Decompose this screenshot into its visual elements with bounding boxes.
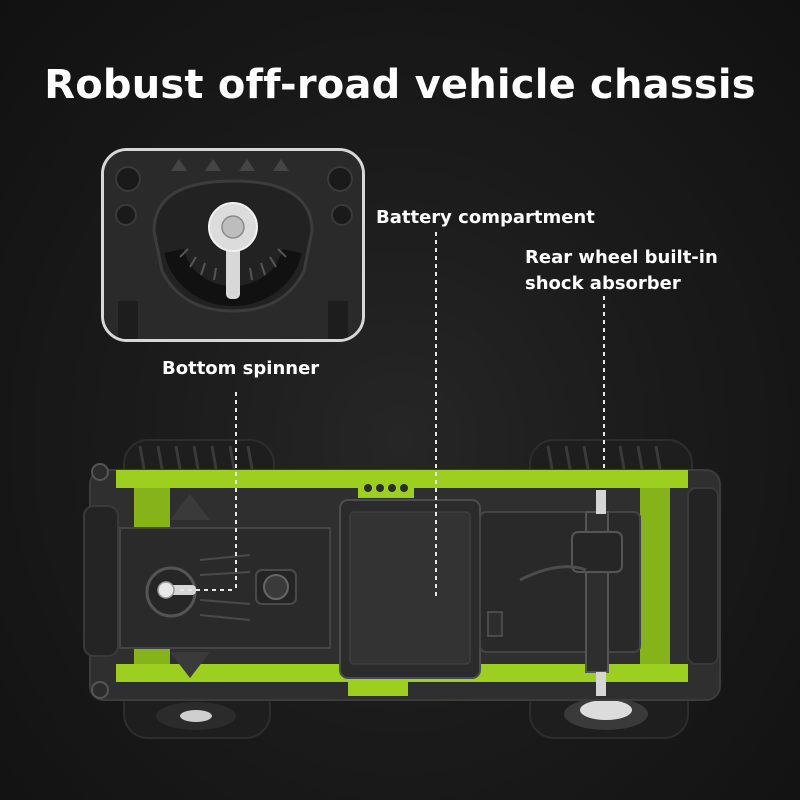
spinner-detail-inset: [101, 148, 365, 342]
bottom-spinner-knob: [145, 566, 197, 618]
page-title: Robust off-road vehicle chassis: [44, 62, 756, 108]
battery-compartment-label: Battery compartment: [376, 207, 595, 228]
rear-axle: [479, 490, 641, 696]
front-bumper: [83, 505, 119, 657]
spinner-detail-image: [104, 151, 362, 339]
front-plate: [119, 527, 331, 649]
rear-shock-label-line2: shock absorber: [525, 273, 681, 294]
green-side-rear: [640, 488, 670, 664]
bottom-spinner-label: Bottom spinner: [162, 358, 320, 379]
battery-compartment: [339, 478, 481, 696]
rear-shock-label-line1: Rear wheel built-in: [525, 247, 718, 268]
rear-shock-rod: [596, 490, 606, 514]
rear-shock-absorber-label: Rear wheel built-in shock absorber: [525, 245, 718, 297]
motor-gear: [255, 569, 297, 605]
